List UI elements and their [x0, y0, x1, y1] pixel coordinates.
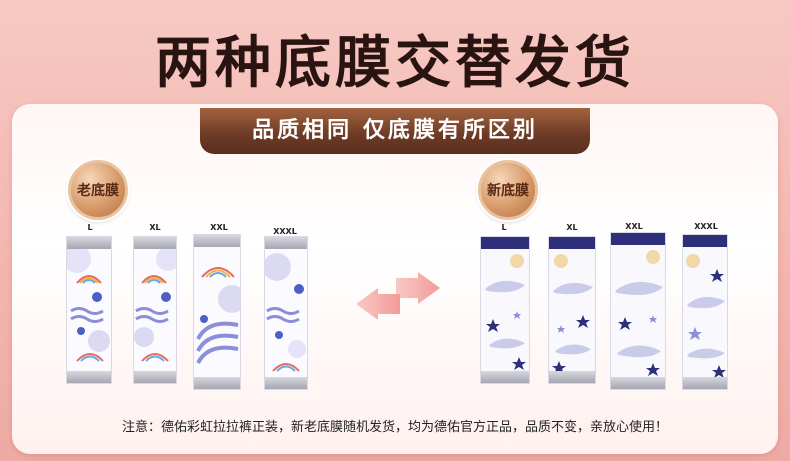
- new-film-pattern-icon: [686, 254, 726, 378]
- new-size-label-xxl: XXL: [625, 222, 643, 231]
- new-film-pad-l: [480, 236, 530, 384]
- old-film-pattern-icon: [196, 267, 240, 365]
- new-film-pad-xxl: [610, 232, 666, 390]
- new-size-label-xl: XL: [566, 223, 578, 232]
- subtitle-ribbon: 品质相同 仅底膜有所区别: [200, 108, 590, 154]
- old-size-label-xxxl: XXXL: [273, 227, 297, 236]
- shipping-note: 注意：德佑彩虹拉拉裤正装，新老底膜随机发货，均为德佑官方正品，品质不变，亲放心使…: [121, 420, 668, 435]
- new-film-badge: 新底膜: [478, 160, 538, 220]
- old-film-pad-xxxl: [264, 236, 308, 390]
- old-film-pad-l: [66, 236, 112, 384]
- old-film-badge: 老底膜: [68, 160, 128, 220]
- old-film-pattern-icon: [134, 249, 176, 362]
- old-film-pad-xl: [133, 236, 177, 384]
- old-size-label-xl: XL: [149, 223, 161, 232]
- page-title: 两种底膜交替发货: [155, 31, 635, 96]
- new-film-pattern-icon: [485, 254, 526, 370]
- old-film-pattern-icon: [67, 249, 110, 362]
- new-film-pattern-icon: [615, 250, 663, 376]
- new-size-label-l: L: [501, 223, 507, 232]
- new-film-pattern-icon: [552, 254, 593, 373]
- new-film-pad-xxxl: [682, 234, 728, 390]
- old-film-pattern-icon: [265, 253, 306, 372]
- new-film-label: 新底膜: [487, 183, 529, 199]
- old-size-label-l: L: [87, 223, 93, 232]
- old-film-label: 老底膜: [77, 183, 119, 199]
- new-film-pad-xl: [548, 236, 596, 384]
- swap-arrows-icon: [356, 272, 440, 320]
- old-film-pad-xxl: [193, 234, 241, 390]
- old-size-label-xxl: XXL: [210, 223, 228, 232]
- new-size-label-xxxl: XXXL: [694, 222, 718, 231]
